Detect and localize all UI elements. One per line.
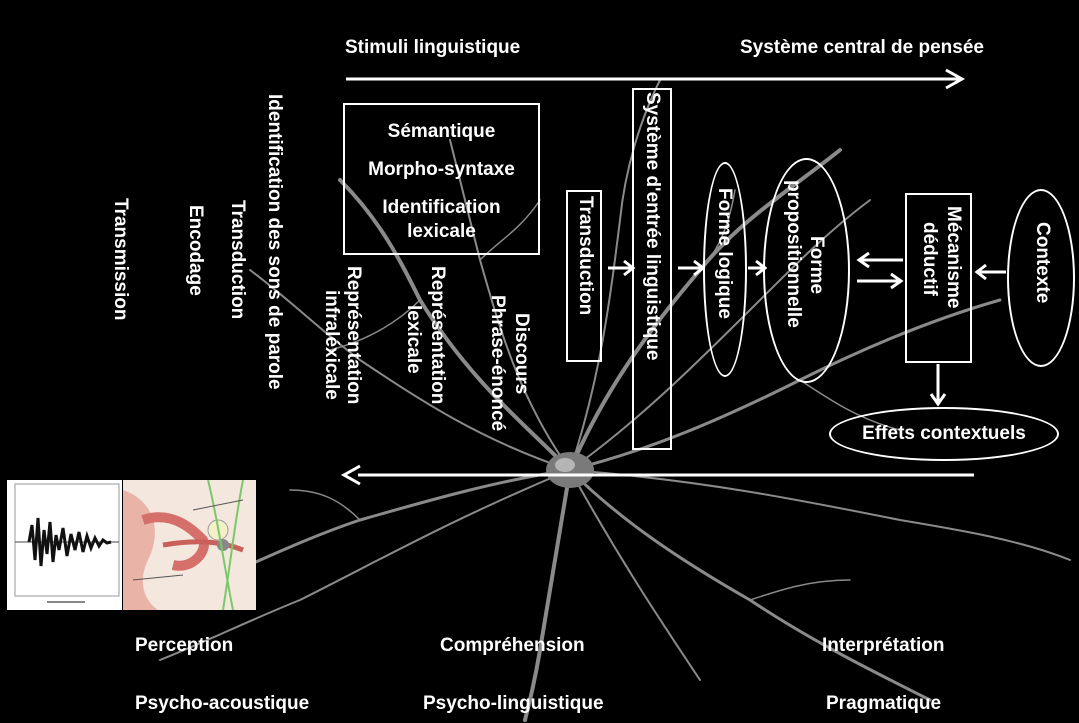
mecanisme-label-1: Mécanisme (943, 206, 964, 309)
mecanisme-label-2: déductif (919, 222, 940, 296)
transduction-box (566, 190, 602, 362)
psycho-acoustique-label: Psycho-acoustique (135, 693, 310, 714)
transduction-box-label: Transduction (575, 196, 596, 316)
identification-lexicale-label-1: Identification (382, 197, 501, 218)
mecanisme-deductif-box (905, 193, 972, 363)
interpretation-label: Interprétation (822, 635, 945, 656)
identification-lexicale-label-2: lexicale (407, 221, 476, 242)
effets-contextuels-ellipse: Effets contextuels (829, 407, 1059, 461)
waveform-graphic (7, 480, 122, 610)
perception-label: Perception (135, 635, 234, 656)
arrow-systeme-to-forme (678, 259, 706, 277)
forme-prop-label-1: Forme (806, 236, 827, 295)
forme-propositionnelle-ellipse (763, 158, 850, 383)
semantique-label: Sémantique (387, 121, 496, 142)
representation-infra-label-2: infraléxicale (321, 290, 342, 400)
forme-logique-label: Forme logique (714, 188, 735, 319)
representation-lex-label-1: Représentation (427, 266, 448, 405)
ear-anatomy-graphic (123, 479, 256, 611)
morpho-syntaxe-label: Morpho-syntaxe (368, 159, 515, 180)
arrow-right-top (346, 68, 966, 90)
forme-logique-ellipse (703, 162, 747, 377)
discours-label-2: Phrase-énoncé (487, 295, 508, 432)
discours-label-1: Discours (511, 313, 532, 395)
pragmatique-label: Pragmatique (826, 693, 942, 714)
contexte-label: Contexte (1032, 222, 1053, 304)
systeme-central-label: Système central de pensée (740, 37, 984, 58)
comprehension-label: Compréhension (440, 635, 585, 656)
arrow-contexte-to-mecanisme (974, 263, 1006, 281)
arrow-left-bottom (340, 464, 974, 486)
psycho-linguistique-label: Psycho-linguistique (423, 693, 604, 714)
contexte-ellipse (1007, 189, 1075, 367)
stimuli-label: Stimuli linguistique (345, 37, 521, 58)
arrow-to-effets (929, 364, 947, 407)
linguistic-levels-box: Sémantique Morpho-syntaxe Identification… (343, 103, 540, 255)
representation-lex-label-2: lexicale (403, 305, 424, 374)
effets-contextuels-label: Effets contextuels (862, 423, 1026, 444)
transmission-label: Transmission (110, 198, 131, 321)
ear-anatomy-image (123, 479, 256, 611)
systeme-entree-box (632, 88, 672, 450)
double-arrow (856, 251, 904, 290)
identification-sons-label: Identification des sons de parole (264, 94, 285, 390)
systeme-entree-label: Système d'entrée linguistique (642, 92, 663, 361)
waveform-image (7, 480, 122, 610)
forme-prop-label-2: propositionnelle (783, 180, 804, 328)
representation-infra-label-1: Représentation (343, 266, 364, 405)
transduction-left-label: Transduction (227, 200, 248, 320)
encodage-label: Encodage (185, 205, 206, 296)
